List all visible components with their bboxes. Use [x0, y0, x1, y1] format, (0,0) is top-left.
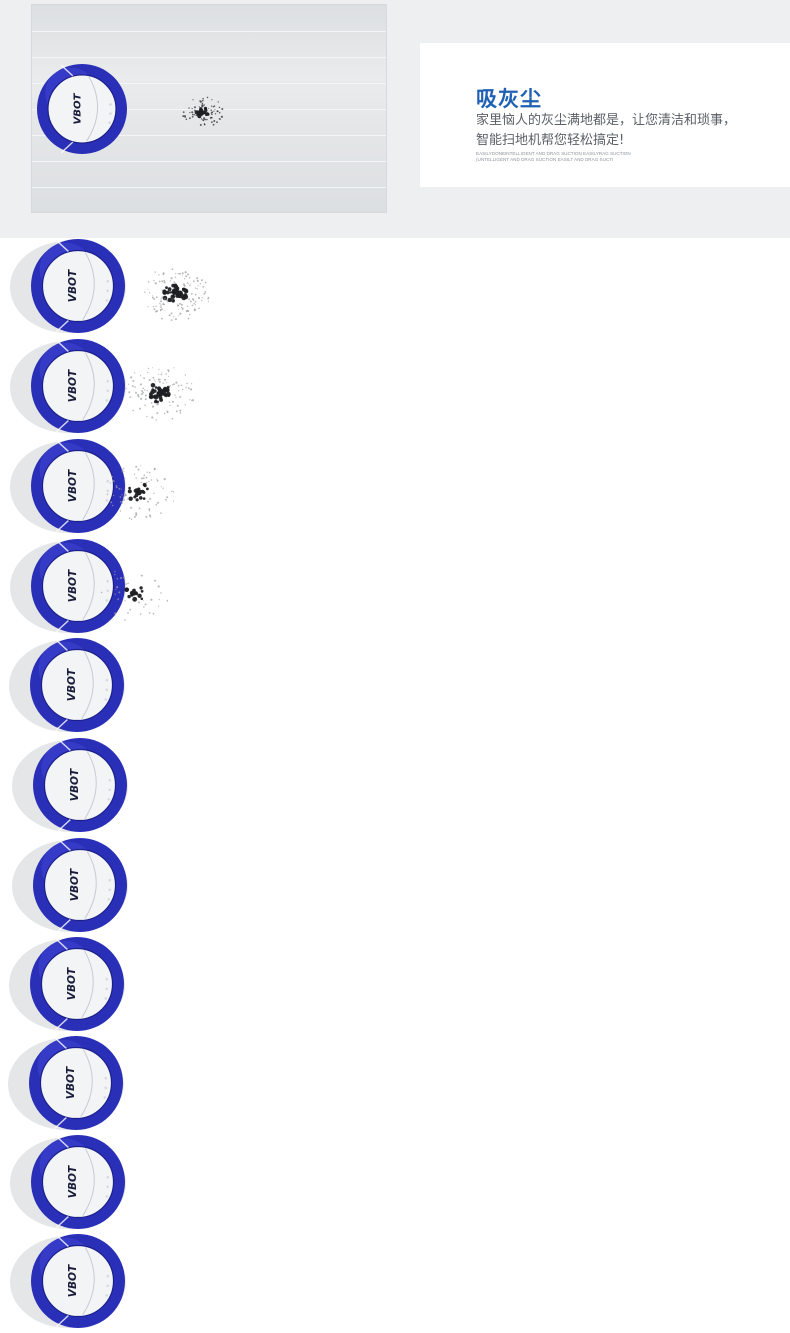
floor-plank-line	[32, 83, 386, 84]
robot-vacuum-icon: VBOT	[4, 1233, 126, 1329]
dust-particles	[144, 268, 210, 321]
dust-particles	[100, 570, 168, 621]
animation-frame: VBOT	[0, 837, 230, 937]
floor-plank-line	[32, 135, 386, 136]
animation-frame: VBOT	[0, 338, 230, 438]
robot-vacuum-graphic: VBOT	[10, 1234, 126, 1328]
animation-frame: VBOT	[0, 438, 230, 538]
robot-vacuum-graphic: VBOT	[12, 738, 128, 832]
brand-logo: VBOT	[66, 967, 78, 1000]
feature-description: 家里恼人的灰尘满地都是，让您清洁和琐事， 智能扫地机帮您轻松搞定!	[476, 111, 776, 151]
dust-pile	[178, 93, 228, 131]
feature-description-line: 家里恼人的灰尘满地都是，让您清洁和琐事，	[476, 113, 737, 128]
hero-band: VBOT 吸灰尘 家里恼人的灰尘满地都是，让您清洁和琐事， 智能扫地机帮您轻松搞…	[0, 0, 790, 238]
robot-vacuum-icon: VBOT	[4, 538, 126, 634]
hero-photo: VBOT	[31, 4, 387, 213]
english-caption-line: EASILYDONEINTELLIGENT AND DRAG SUCTION E…	[476, 151, 631, 156]
animation-frame: VBOT	[0, 1035, 230, 1135]
animation-frame: VBOT	[0, 936, 230, 1036]
robot-vacuum-icon: VBOT	[4, 338, 126, 434]
robot-vacuum-graphic: VBOT	[10, 239, 126, 333]
animation-frame: VBOT	[0, 1134, 230, 1234]
brand-logo: VBOT	[67, 269, 79, 302]
feature-description-line: 智能扫地机帮您轻松搞定!	[476, 133, 625, 148]
floor-plank-line	[32, 31, 386, 32]
robot-vacuum-graphic: VBOT	[37, 64, 127, 154]
robot-vacuum-graphic: VBOT	[10, 1135, 126, 1229]
animation-frame: VBOT	[0, 637, 230, 737]
dust-pile	[98, 560, 168, 626]
dust-pile	[104, 460, 174, 526]
dust-particles	[125, 367, 194, 421]
robot-vacuum-graphic: VBOT	[9, 638, 125, 732]
brand-logo: VBOT	[66, 668, 78, 701]
robot-vacuum-icon: VBOT	[36, 63, 128, 155]
animation-frame: VBOT	[0, 737, 230, 837]
robot-vacuum-graphic: VBOT	[10, 439, 126, 533]
feature-info-card: 吸灰尘 家里恼人的灰尘满地都是，让您清洁和琐事， 智能扫地机帮您轻松搞定! EA…	[420, 43, 790, 187]
robot-vacuum-icon: VBOT	[2, 1035, 124, 1131]
feature-english-caption: EASILYDONEINTELLIGENT AND DRAG SUCTION E…	[476, 151, 631, 163]
floor-plank-line	[32, 57, 386, 58]
robot-vacuum-graphic: VBOT	[10, 339, 126, 433]
robot-vacuum-icon: VBOT	[3, 637, 125, 733]
animation-frame: VBOT	[0, 238, 230, 338]
dust-pile	[124, 360, 194, 426]
robot-vacuum-icon: VBOT	[3, 936, 125, 1032]
brand-logo: VBOT	[67, 369, 79, 402]
animation-frame: VBOT	[0, 1233, 230, 1333]
brand-logo: VBOT	[69, 868, 81, 901]
animation-frame: VBOT	[0, 538, 230, 638]
robot-vacuum-graphic: VBOT	[9, 937, 125, 1031]
robot-vacuum-graphic: VBOT	[10, 539, 126, 633]
robot-vacuum-graphic: VBOT	[8, 1036, 124, 1130]
brand-logo: VBOT	[65, 1066, 77, 1099]
robot-vacuum-graphic: VBOT	[12, 838, 128, 932]
dust-particles	[106, 465, 174, 520]
brand-logo: VBOT	[67, 569, 79, 602]
floor-plank-line	[32, 187, 386, 188]
brand-logo: VBOT	[69, 768, 81, 801]
brand-logo: VBOT	[72, 92, 83, 124]
robot-vacuum-icon: VBOT	[4, 438, 126, 534]
dust-pile	[140, 260, 210, 326]
floor-plank-line	[32, 109, 386, 110]
feature-title: 吸灰尘	[476, 87, 542, 111]
english-caption-line: (UNTELLIGENT AND DRAG SUCTION EASILT AND…	[476, 157, 614, 162]
robot-vacuum-icon: VBOT	[4, 1134, 126, 1230]
robot-vacuum-icon: VBOT	[6, 737, 128, 833]
floor-plank-line	[32, 161, 386, 162]
robot-vacuum-icon: VBOT	[6, 837, 128, 933]
brand-logo: VBOT	[67, 1165, 79, 1198]
brand-logo: VBOT	[67, 1264, 79, 1297]
brand-logo: VBOT	[67, 469, 79, 502]
robot-vacuum-icon: VBOT	[4, 238, 126, 334]
dust-particles	[182, 96, 224, 126]
